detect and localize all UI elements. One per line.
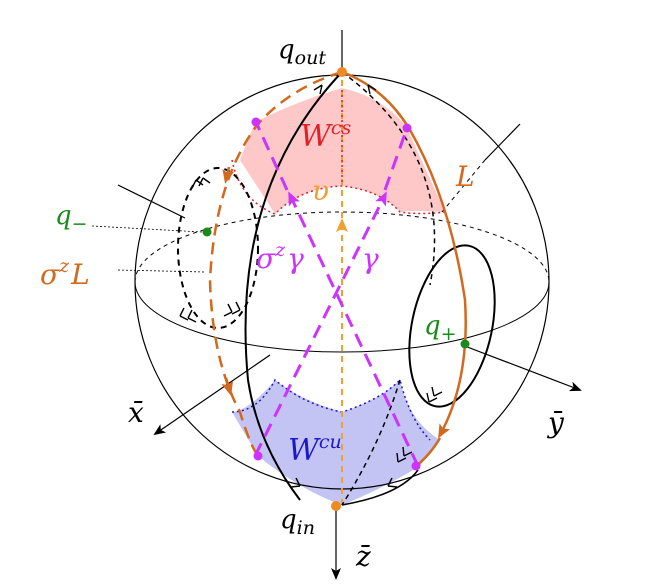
left-loop (177, 167, 259, 329)
x-bar-label: x̄ (128, 396, 144, 429)
q-minus-label: q− (55, 201, 88, 235)
front-meridian (244, 71, 343, 501)
q-minus-leader (91, 225, 203, 233)
q-out-label: qout (278, 35, 326, 69)
sigma-z-L-leader (117, 269, 206, 273)
sigma-z-L-arrow-1 (222, 166, 235, 184)
upsilon-label: υ (312, 174, 329, 207)
sigma-z-gamma-curve-upper (254, 121, 289, 191)
gamma-lower-right-point (411, 461, 421, 471)
gamma-start-point (251, 117, 261, 127)
equator-front (134, 281, 550, 353)
curve-sigma-z-L (208, 70, 343, 457)
right-loop (408, 244, 496, 408)
l-label: L (455, 160, 475, 193)
q-plus-label: q+ (424, 311, 457, 345)
curve-L (341, 70, 467, 439)
q-plus-point (460, 339, 470, 349)
q-minus-point (202, 227, 212, 237)
q-out-point (337, 67, 347, 77)
x-axis (153, 354, 271, 436)
gamma-end-point (402, 123, 412, 133)
gamma-lower-left-point (253, 451, 263, 461)
axis-stub-left (117, 184, 186, 219)
w-cs-boundary (231, 159, 446, 215)
y-bar-label: ȳ (546, 406, 565, 439)
sigma-z-L-label: σzL (40, 255, 90, 291)
sigma-z-L-arrow-2 (221, 377, 234, 396)
w-cu-region (232, 380, 440, 505)
w-cs-label: Wcs (300, 117, 351, 154)
y-axis (461, 344, 582, 392)
sigma-z-gamma-label: σzγ (256, 239, 304, 275)
equator-back (134, 211, 550, 283)
flow-arrowheads (179, 84, 443, 488)
gamma-label: γ (362, 242, 379, 275)
front-meridian-lower-right (341, 469, 419, 506)
w-cu-label: Wcu (288, 431, 342, 468)
gamma-curve (253, 191, 387, 457)
q-in-label: qin (280, 505, 315, 539)
axis-stub-right (484, 123, 521, 161)
z-bar-label: z̄ (355, 540, 371, 573)
axis-stub-right-dashed (441, 159, 486, 213)
q-in-point (331, 501, 341, 511)
sigma-z-gamma-curve (288, 191, 420, 467)
gamma-curve-upper (383, 127, 409, 191)
